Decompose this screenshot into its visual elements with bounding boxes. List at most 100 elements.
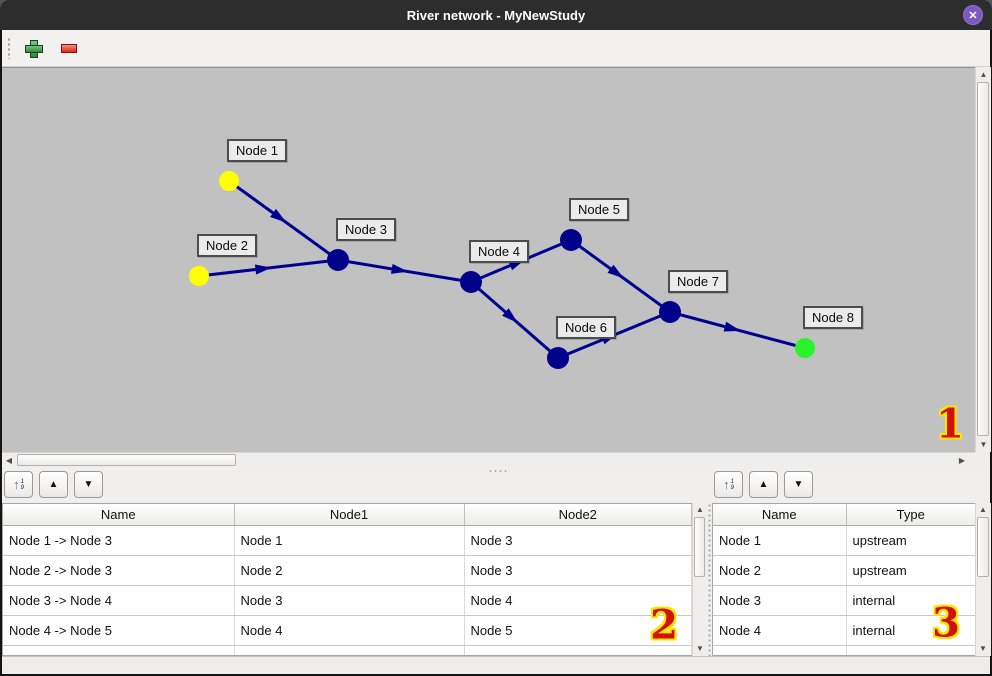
up-triangle-icon: ▲ (48, 479, 59, 490)
arrowhead-icon (391, 263, 409, 274)
scroll-up-icon[interactable]: ▲ (696, 505, 704, 514)
scroll-up-icon[interactable]: ▲ (979, 69, 988, 79)
arrowhead-icon (607, 264, 624, 279)
node-label[interactable]: Node 6 (556, 316, 616, 339)
scroll-left-icon[interactable]: ◀ (5, 455, 13, 465)
scroll-right-icon[interactable]: ▶ (958, 455, 966, 465)
links-scroll-thumb[interactable] (694, 517, 705, 577)
nodes-scroll-thumb[interactable] (977, 517, 989, 577)
scrollbar-corner (975, 452, 990, 467)
node-label[interactable]: Node 5 (569, 198, 629, 221)
move-link-down-button[interactable]: ▼ (74, 471, 103, 498)
table-cell[interactable]: Node 4 (713, 615, 847, 646)
table-cell[interactable]: Node 5 (464, 615, 692, 646)
node-label[interactable]: Node 7 (668, 270, 728, 293)
arrowhead-icon (270, 208, 287, 223)
table-cell[interactable]: internal (846, 585, 976, 616)
table-cell[interactable] (234, 645, 465, 655)
pane-splitter[interactable] (707, 503, 712, 656)
main-toolbar (2, 30, 990, 67)
canvas-horizontal-scrollbar[interactable]: ◀ ▶ (2, 452, 975, 467)
river-node[interactable] (795, 338, 815, 358)
table-cell[interactable]: Node 1 (713, 525, 847, 556)
table-cell[interactable]: Node 2 -> Node 3 (3, 555, 235, 586)
green-plus-icon (25, 40, 43, 58)
table-cell[interactable] (846, 645, 976, 655)
move-node-up-button[interactable]: ▲ (749, 471, 778, 498)
node-label[interactable]: Node 2 (197, 234, 257, 257)
nodes-table-scrollbar[interactable]: ▲ ▼ (975, 503, 991, 656)
scroll-down-icon[interactable]: ▼ (696, 644, 704, 653)
move-node-down-button[interactable]: ▼ (784, 471, 813, 498)
table-cell[interactable]: Node 1 (234, 525, 465, 556)
column-header[interactable]: Node2 (464, 504, 692, 526)
down-triangle-icon: ▼ (83, 479, 94, 490)
close-button[interactable]: ✕ (963, 5, 983, 25)
canvas-hscroll-thumb[interactable] (17, 454, 236, 466)
table-cell[interactable]: Node 2 (713, 555, 847, 586)
canvas-vscroll-thumb[interactable] (977, 82, 989, 436)
table-cell[interactable]: Node 3 (464, 555, 692, 586)
node-label[interactable]: Node 3 (336, 218, 396, 241)
table-cell[interactable]: Node 3 (464, 525, 692, 556)
river-node[interactable] (189, 266, 209, 286)
scroll-down-icon[interactable]: ▼ (979, 644, 987, 653)
table-cell[interactable] (464, 645, 692, 655)
titlebar[interactable]: River network - MyNewStudy ✕ (0, 0, 992, 30)
move-link-up-button[interactable]: ▲ (39, 471, 68, 498)
table-cell[interactable]: Node 4 -> Node 5 (3, 615, 235, 646)
table-row[interactable] (3, 645, 692, 655)
remove-node-button[interactable] (56, 35, 82, 61)
canvas-vertical-scrollbar[interactable]: ▲ ▼ (975, 67, 991, 452)
node-label[interactable]: Node 4 (469, 240, 529, 263)
table-cell[interactable]: internal (846, 615, 976, 646)
table-cell[interactable]: Node 3 (234, 585, 465, 616)
column-header[interactable]: Node1 (234, 504, 465, 526)
table-cell[interactable]: upstream (846, 525, 976, 556)
table-cell[interactable]: Node 2 (234, 555, 465, 586)
river-node[interactable] (560, 229, 582, 251)
scroll-down-icon[interactable]: ▼ (979, 439, 988, 449)
river-node[interactable] (460, 271, 482, 293)
node-label[interactable]: Node 8 (803, 306, 863, 329)
scroll-up-icon[interactable]: ▲ (979, 505, 987, 514)
table-cell[interactable]: Node 4 (234, 615, 465, 646)
add-node-button[interactable] (20, 35, 46, 61)
river-node[interactable] (547, 347, 569, 369)
status-strip (2, 656, 990, 674)
toolbar-grip[interactable] (7, 37, 12, 59)
table-cell[interactable]: Node 3 -> Node 4 (3, 585, 235, 616)
panel-splitter-grip[interactable] (488, 469, 510, 473)
table-cell[interactable]: Node 3 (713, 585, 847, 616)
table-row[interactable] (713, 645, 976, 655)
column-header[interactable]: Name (3, 504, 235, 526)
river-node[interactable] (327, 249, 349, 271)
river-node[interactable] (219, 171, 239, 191)
column-header[interactable]: Name (713, 504, 847, 526)
table-cell[interactable] (713, 645, 847, 655)
table-cell[interactable]: Node 4 (464, 585, 692, 616)
node-label[interactable]: Node 1 (227, 139, 287, 162)
column-header[interactable]: Type (846, 504, 976, 526)
links-table-scrollbar[interactable]: ▲ ▼ (692, 503, 707, 656)
table-cell[interactable] (3, 645, 235, 655)
up-triangle-icon: ▲ (758, 479, 769, 490)
table-cell[interactable]: upstream (846, 555, 976, 586)
river-node[interactable] (659, 301, 681, 323)
table-cell[interactable]: Node 1 -> Node 3 (3, 525, 235, 556)
